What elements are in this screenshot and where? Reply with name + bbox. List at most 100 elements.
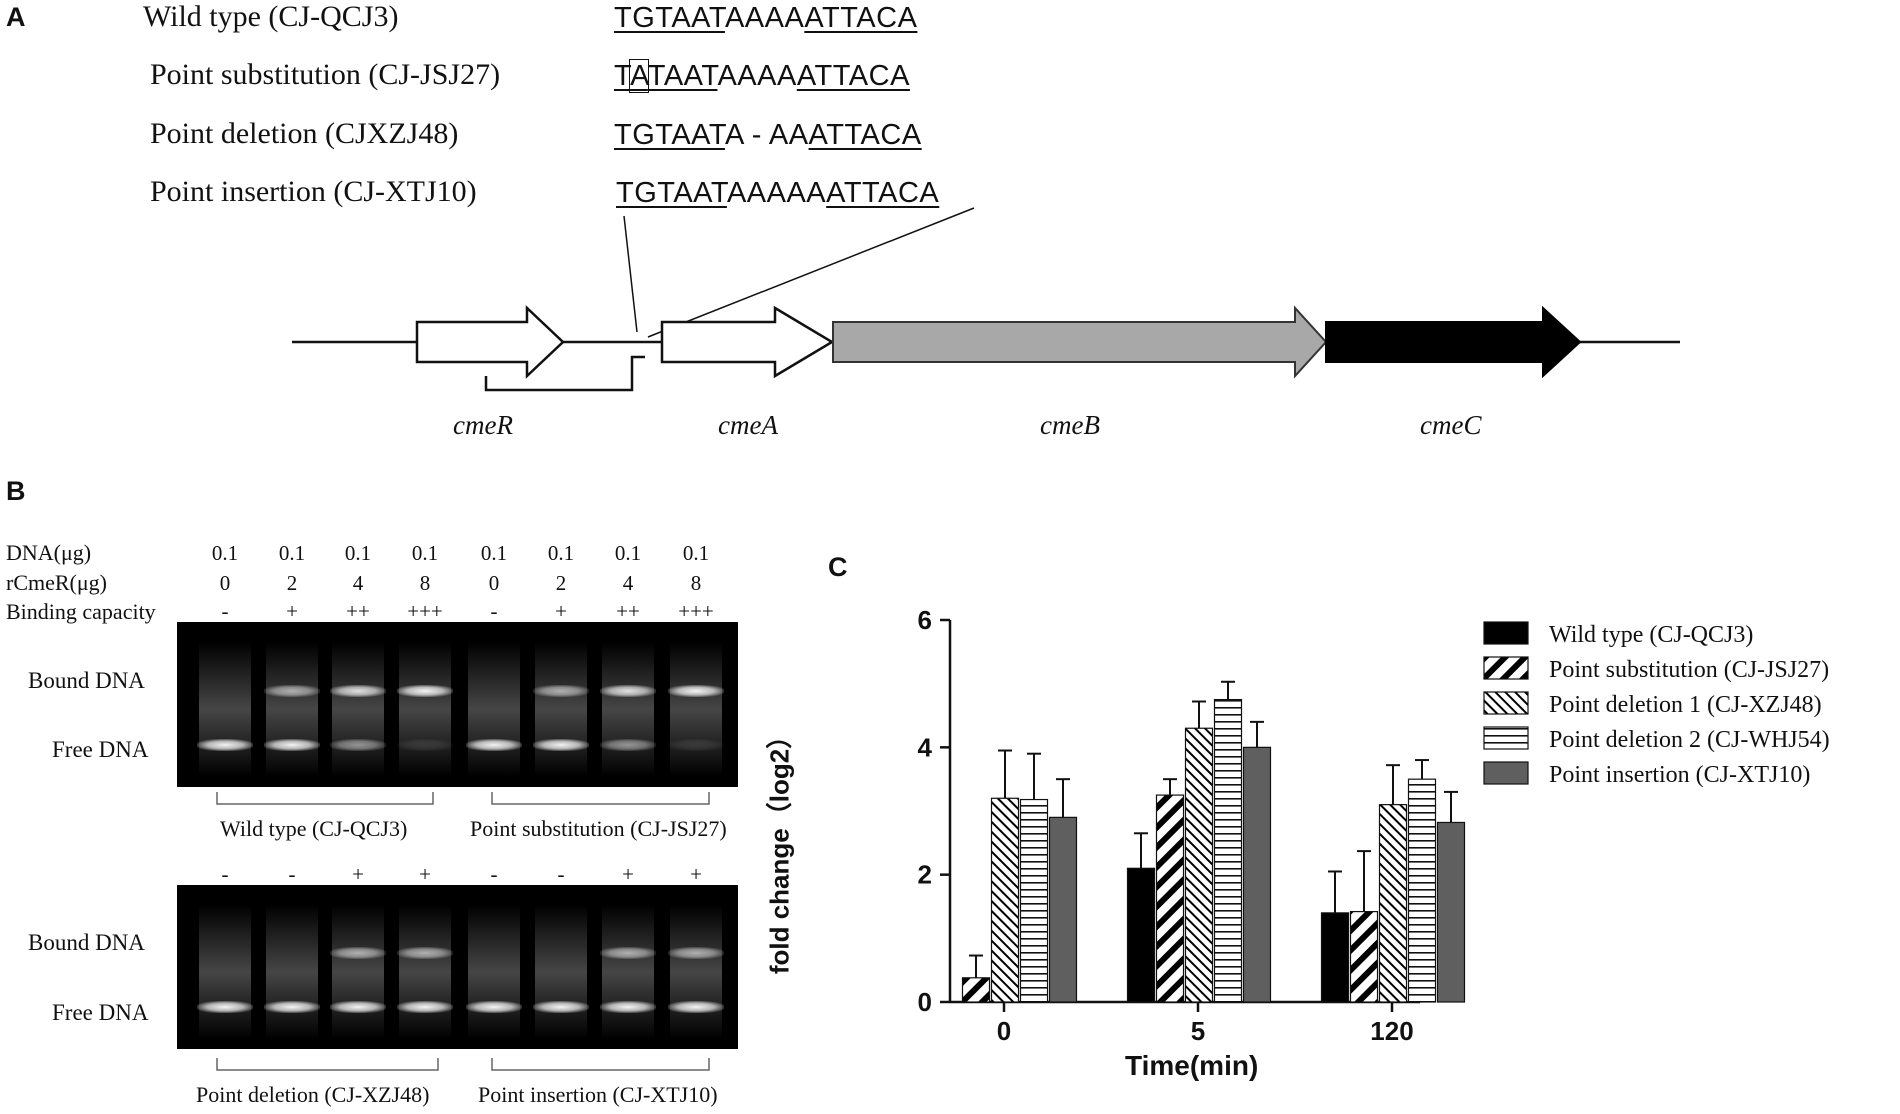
rcmer-value: 8 <box>419 571 431 595</box>
gel-lane <box>664 622 728 787</box>
rcmer-value: 0 <box>488 571 500 595</box>
bound-band <box>330 947 386 960</box>
legend-label: Wild type (CJ-QCJ3) <box>1549 622 1753 648</box>
sequence: TGTAATA - AAATTACA <box>614 119 922 151</box>
free-band <box>197 739 253 751</box>
rcmer-value: 2 <box>555 571 567 595</box>
operon-diagram <box>292 207 1680 392</box>
free-band <box>264 739 320 751</box>
bound-dna-label-bottom: Bound DNA <box>28 930 145 955</box>
x-tick-label: 0 <box>997 1016 1011 1046</box>
free-band <box>397 1001 453 1013</box>
gel-lane <box>529 622 593 787</box>
legend-swatch <box>1483 691 1529 715</box>
panel-c-letter: C <box>828 552 848 582</box>
y-tick-label: 6 <box>918 605 932 635</box>
gel-bottom <box>177 885 738 1049</box>
bar <box>1213 698 1243 1003</box>
rcmer-value: 4 <box>622 571 634 595</box>
bar <box>1320 912 1350 1003</box>
free-band <box>330 739 386 751</box>
gel-lane <box>664 885 728 1049</box>
legend-swatch <box>1483 621 1529 645</box>
legend-swatch <box>1483 726 1529 750</box>
bound-band <box>600 684 656 697</box>
row-label-dna: DNA(μg) <box>6 540 92 565</box>
free-band <box>668 739 724 751</box>
rcmer-value: 8 <box>690 571 702 595</box>
gene-label-cmeB: cmeB <box>1040 410 1100 440</box>
binding-value-bottom: - <box>557 862 565 886</box>
y-tick-label: 2 <box>918 860 932 890</box>
free-band <box>533 739 589 751</box>
binding-value-bottom: - <box>490 862 498 886</box>
bar <box>1436 821 1466 1003</box>
legend-label: Point deletion 1 (CJ-XZJ48) <box>1549 692 1822 718</box>
sequence: TGTAATAAAAATTACA <box>614 2 918 34</box>
free-band <box>668 1001 724 1013</box>
dna-value: 0.1 <box>344 541 372 565</box>
free-band <box>264 1001 320 1013</box>
gene-label-cmeR: cmeR <box>453 410 513 440</box>
top-group-label-1: Wild type (CJ-QCJ3) <box>220 816 408 841</box>
sequence: TATAATAAAAATTACA <box>614 59 910 93</box>
rcmer-value: 4 <box>352 571 364 595</box>
y-axis-label: fold change（log2） <box>764 722 795 975</box>
bar <box>1184 727 1214 1003</box>
binding-value-bottom: - <box>221 862 229 886</box>
bar <box>1048 816 1078 1003</box>
strain-label: Point substitution (CJ-JSJ27) <box>150 58 501 91</box>
gel-lane <box>393 622 457 787</box>
free-dna-label: Free DNA <box>52 737 149 762</box>
binding-value: ++ <box>346 599 370 623</box>
legend-label: Point deletion 2 (CJ-WHJ54) <box>1549 727 1830 753</box>
strain-label: Point deletion (CJXZJ48) <box>150 117 459 150</box>
bound-dna-label: Bound DNA <box>28 668 145 693</box>
gel-lane <box>596 622 660 787</box>
y-tick-label: 0 <box>918 987 932 1017</box>
legend-swatch <box>1483 656 1529 680</box>
binding-value-bottom: + <box>419 862 431 886</box>
bar <box>961 977 991 1003</box>
x-tick-label: 5 <box>1191 1016 1205 1046</box>
binding-value: - <box>221 599 229 623</box>
bound-band <box>330 684 386 697</box>
bottom-group-label-2: Point insertion (CJ-XTJ10) <box>478 1082 718 1107</box>
binding-value-bottom: + <box>352 862 364 886</box>
row-label-rcmer: rCmeR(μg) <box>6 570 107 595</box>
dna-value: 0.1 <box>682 541 710 565</box>
gel-lane <box>326 622 390 787</box>
zoom-line-left <box>623 215 638 333</box>
free-band <box>600 1001 656 1013</box>
binding-value-bottom: + <box>690 862 702 886</box>
free-band <box>466 1001 522 1013</box>
binding-value-bottom: + <box>622 862 634 886</box>
strain-label: Wild type (CJ-QCJ3) <box>143 0 399 33</box>
gel-lane <box>462 622 526 787</box>
gel-lane <box>260 622 324 787</box>
free-band <box>600 739 656 751</box>
bar <box>1019 798 1049 1003</box>
bar <box>1407 778 1437 1003</box>
binding-value: ++ <box>616 599 640 623</box>
gel-lane <box>193 622 257 787</box>
bound-band <box>533 684 589 697</box>
bar <box>1155 794 1185 1003</box>
free-band <box>533 1001 589 1013</box>
binding-value: - <box>490 599 498 623</box>
bar <box>1242 746 1272 1003</box>
strain-label: Point insertion (CJ-XTJ10) <box>150 175 477 208</box>
cmeA-arrow <box>660 305 835 379</box>
bar <box>1349 910 1379 1003</box>
top-group-label-2: Point substitution (CJ-JSJ27) <box>470 816 727 841</box>
row-label-binding: Binding capacity <box>6 599 156 624</box>
top-group-brackets <box>216 792 710 805</box>
legend-label: Point substitution (CJ-JSJ27) <box>1549 657 1829 683</box>
bar <box>990 797 1020 1003</box>
gel-lane <box>462 885 526 1049</box>
bottom-group-label-1: Point deletion (CJ-XZJ48) <box>196 1082 430 1107</box>
legend-swatch <box>1483 761 1529 785</box>
free-band <box>197 1001 253 1013</box>
bound-band <box>397 947 453 960</box>
